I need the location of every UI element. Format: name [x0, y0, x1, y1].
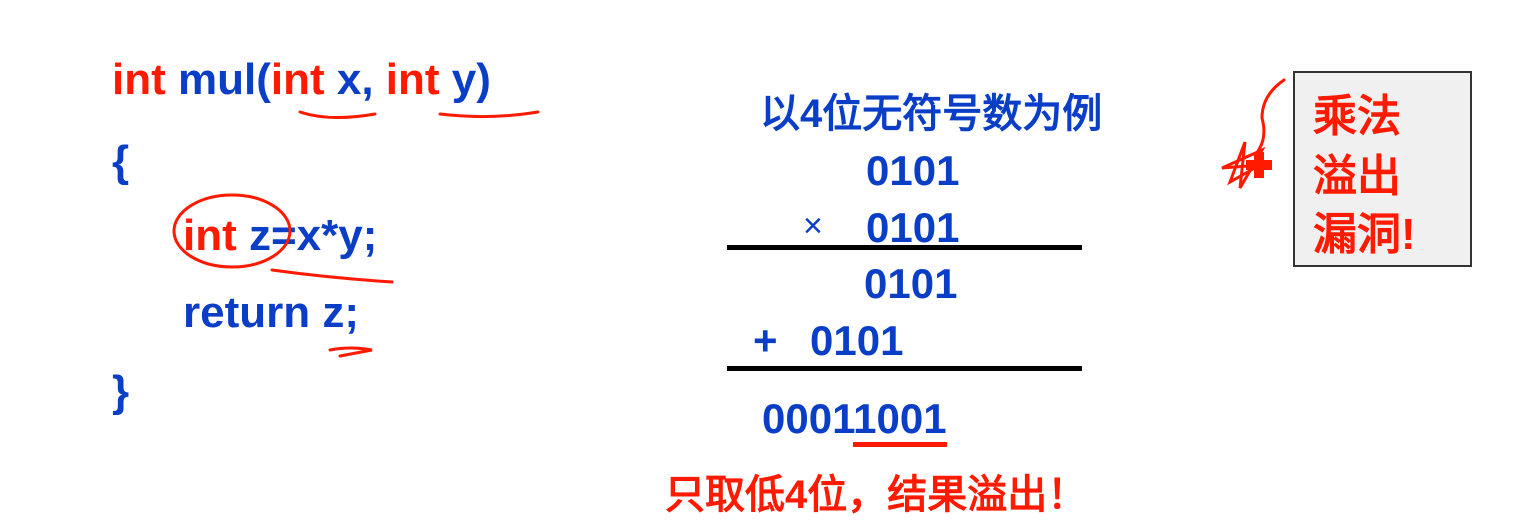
keyword-int: int: [385, 55, 440, 104]
callout-line: 溢出: [1313, 152, 1401, 201]
result-high-bits: 0001: [762, 395, 854, 442]
star-mark-icon: [1221, 141, 1266, 189]
example-title: 以4位无符号数为例: [760, 92, 1103, 136]
function-name: mul(: [165, 55, 271, 104]
divider-line: [727, 245, 1082, 250]
code-line-assign: int z=x*y;: [183, 214, 377, 258]
leader-line: [1253, 78, 1286, 157]
times-sign: ×: [803, 207, 823, 245]
result-low-bits: 1001: [853, 395, 947, 447]
underline-int-y: [438, 110, 540, 119]
conclusion-text: 只取低4位，结果溢出！: [665, 473, 1088, 517]
code-open-brace: {: [112, 137, 130, 186]
keyword-int: int: [183, 211, 237, 260]
underline-int: [298, 110, 377, 120]
partial-product-1: 0101: [864, 260, 958, 307]
callout-box: 乘法 溢出 漏洞!: [1293, 71, 1472, 267]
plus-sign: +: [753, 317, 778, 364]
code-close-brace: }: [112, 367, 130, 416]
param-y: y): [439, 55, 491, 104]
keyword-int: int: [270, 55, 325, 104]
red-cross-icon: [1246, 152, 1272, 178]
assign-expression: z=x*y;: [236, 211, 378, 260]
keyword-int: int: [112, 55, 166, 104]
param-x: x,: [324, 55, 386, 104]
multiplier: 0101: [866, 204, 960, 251]
callout-line: 乘法: [1313, 92, 1401, 141]
multiplicand: 0101: [866, 147, 960, 194]
partial-product-2: 0101: [810, 317, 904, 364]
divider-line: [727, 366, 1082, 371]
arrow-return-z: [328, 346, 373, 358]
callout-line: 漏洞!: [1313, 210, 1416, 259]
code-line-signature: int mul(int x, int y): [112, 58, 491, 102]
product-result: 00011001: [762, 395, 947, 447]
underline-expression: [270, 268, 394, 284]
code-line-return: return z;: [183, 288, 359, 337]
